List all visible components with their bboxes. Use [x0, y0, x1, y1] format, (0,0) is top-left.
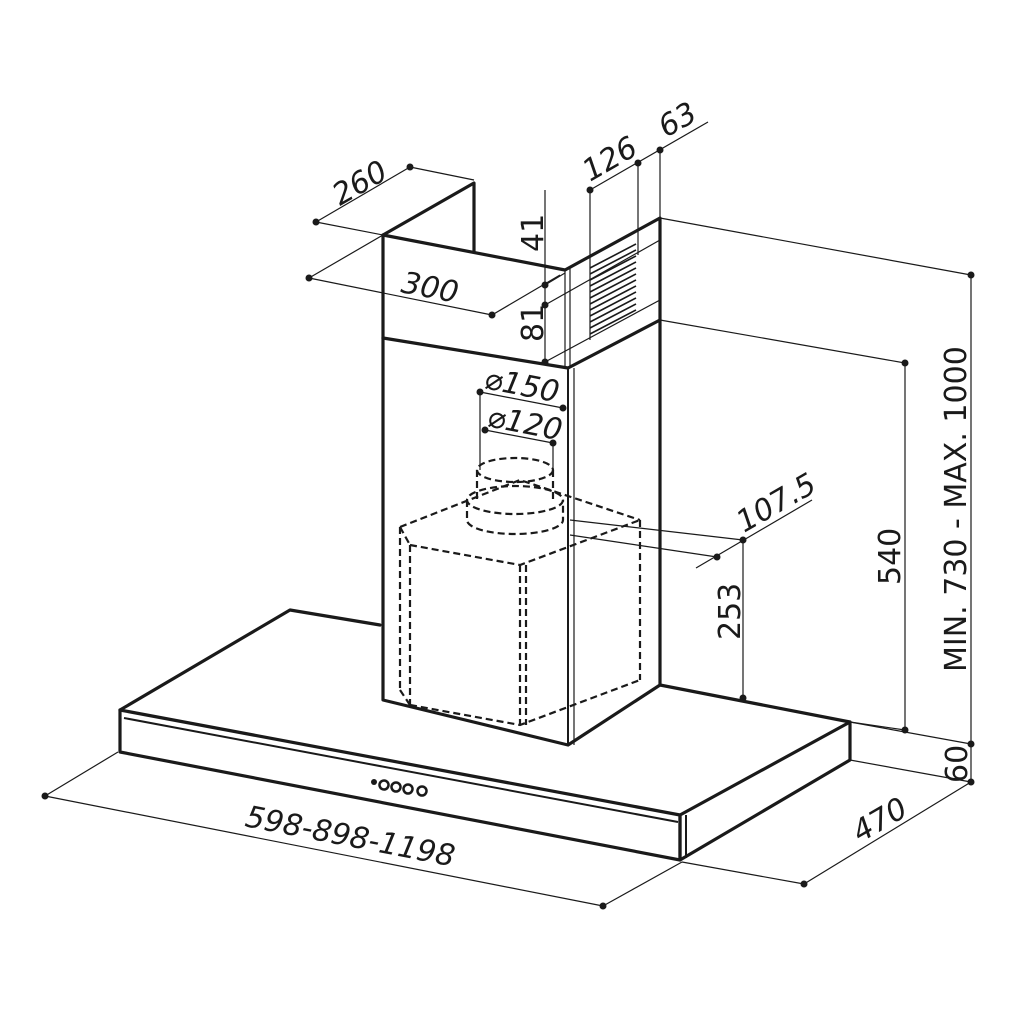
label-chimney-width: 300 [398, 265, 461, 310]
label-grille-offset: 126 [577, 130, 644, 189]
label-motor-height: 253 [713, 583, 748, 640]
label-canopy-depth: 470 [847, 791, 914, 850]
upper-chimney [381, 181, 662, 368]
lower-chimney [381, 318, 662, 747]
label-grille-width: 63 [653, 96, 704, 145]
label-chimney-depth: 260 [327, 154, 394, 213]
control-button-4[interactable] [402, 783, 414, 795]
label-canopy-thickness: 60 [940, 745, 975, 783]
label-chimney-top-offset: 41 [516, 214, 551, 252]
label-chimney-lower-height: 540 [873, 528, 908, 585]
control-button-5[interactable] [416, 785, 428, 797]
control-button-3[interactable] [390, 781, 402, 793]
ventilation-grille [589, 243, 637, 335]
canopy [118, 608, 852, 862]
control-button-1[interactable] [371, 779, 377, 785]
label-chimney-collar-height: 81 [516, 304, 551, 342]
control-panel [371, 779, 428, 797]
dimension-labels: 260 300 41 81 126 63 ⌀150 ⌀120 107.5 253… [242, 96, 975, 875]
control-button-2[interactable] [378, 779, 390, 791]
label-motor-offset: 107.5 [731, 467, 823, 540]
hidden-motor-and-duct [398, 456, 642, 727]
dimension-lines [41, 121, 975, 910]
label-total-height: MIN. 730 - MAX. 1000 [939, 346, 974, 672]
